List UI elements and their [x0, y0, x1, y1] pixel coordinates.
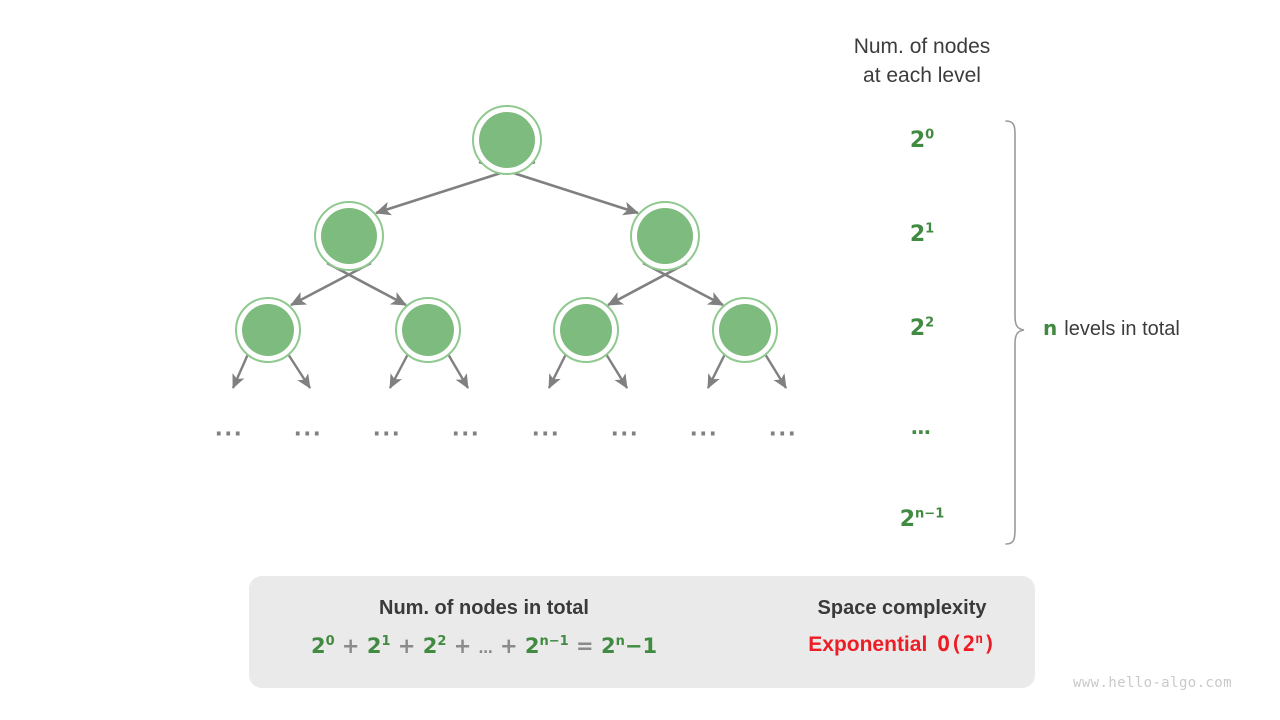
edge-leaf-4: [388, 353, 410, 389]
level-count-0-exp: 0: [925, 127, 935, 143]
summary-left: Num. of nodes in total 20 + 21 + 22 + … …: [249, 576, 719, 688]
tree-node-l2-1[interactable]: [395, 297, 461, 363]
site-watermark: www.hello-algo.com: [1073, 675, 1232, 691]
edge-leaf-8: [706, 353, 727, 389]
level-count-ellipsis-base: ⋯: [911, 420, 933, 444]
levels-column-header: Num. of nodes at each level: [853, 35, 991, 87]
edge-leaf-5: [604, 353, 629, 389]
ellipsis-2: ···: [294, 422, 322, 446]
formula-term-3: 22: [422, 634, 447, 658]
level-count-2-exp: 2: [925, 315, 935, 331]
tree-nodes: [235, 105, 778, 363]
levels-total-text: levels in total: [1064, 318, 1180, 340]
ellipsis-6: ···: [611, 422, 639, 446]
tree-node-l1-1[interactable]: [630, 201, 700, 271]
ellipsis-7: ···: [690, 422, 718, 446]
edge-leaf-2: [231, 353, 250, 389]
ellipsis-4: ···: [452, 422, 480, 446]
space-complexity-title: Space complexity: [817, 597, 987, 619]
level-count-1-exp: 1: [925, 221, 935, 237]
ellipsis-3: ···: [373, 422, 401, 446]
ellipsis-1: ···: [215, 422, 243, 446]
edge-leaf-7: [763, 353, 788, 389]
edge-leaf-1: [286, 353, 312, 389]
level-count-ellipsis: ⋯: [862, 420, 982, 444]
edge-leaf-6: [547, 353, 568, 389]
summary-right: Space complexity Exponential O(2n): [769, 576, 1035, 688]
formula-op-2: +: [397, 634, 416, 658]
tree-ellipsis-row: ··· ··· ··· ··· ··· ··· ··· ···: [215, 422, 797, 446]
level-count-2: 22: [862, 316, 982, 341]
formula-op-4: +: [499, 634, 518, 658]
levels-total-variable: n: [1043, 316, 1058, 340]
summary-panel: Num. of nodes in total 20 + 21 + 22 + … …: [249, 576, 1035, 688]
formula-op-1: +: [341, 634, 360, 658]
level-count-last-base: 2: [899, 507, 916, 532]
complexity-label: Exponential: [808, 633, 928, 656]
levels-total-caption: n levels in total: [1043, 316, 1180, 341]
edge-l1b-right: [642, 261, 724, 307]
formula-term-last: 2n−1: [524, 634, 569, 658]
tree-node-root[interactable]: [472, 105, 542, 175]
edge-l1a-right: [326, 261, 407, 307]
ellipsis-5: ···: [532, 422, 560, 446]
total-nodes-title: Num. of nodes in total: [379, 597, 589, 619]
edge-l1a-left: [290, 261, 372, 307]
tree-node-l1-0[interactable]: [314, 201, 384, 271]
level-count-0: 20: [862, 128, 982, 153]
formula-result: 2n−1: [600, 634, 658, 658]
levels-brace: [1005, 120, 1025, 545]
tree-edges: [231, 160, 788, 389]
level-count-last-exp: n−1: [915, 506, 945, 522]
formula-ellipsis: …: [478, 641, 493, 657]
edge-l1b-left: [607, 261, 688, 307]
formula-term-1: 20: [310, 634, 335, 658]
formula-equals: =: [576, 634, 594, 658]
tree-node-l2-0[interactable]: [235, 297, 301, 363]
level-count-2-base: 2: [909, 316, 926, 341]
formula-op-3: +: [453, 634, 472, 658]
space-complexity-value: Exponential O(2n): [769, 632, 1035, 657]
formula-term-2: 21: [366, 634, 391, 658]
level-count-1-base: 2: [909, 222, 926, 247]
tree-node-l2-2[interactable]: [553, 297, 619, 363]
level-count-last: 2n−1: [862, 507, 982, 532]
level-count-1: 21: [862, 222, 982, 247]
edge-leaf-3: [446, 353, 470, 389]
complexity-notation: O(2n): [937, 632, 996, 656]
ellipsis-8: ···: [769, 422, 797, 446]
tree-node-l2-3[interactable]: [712, 297, 778, 363]
total-nodes-formula: 20 + 21 + 22 + … + 2n−1 = 2n−1: [249, 634, 719, 658]
level-count-0-base: 2: [909, 128, 926, 153]
